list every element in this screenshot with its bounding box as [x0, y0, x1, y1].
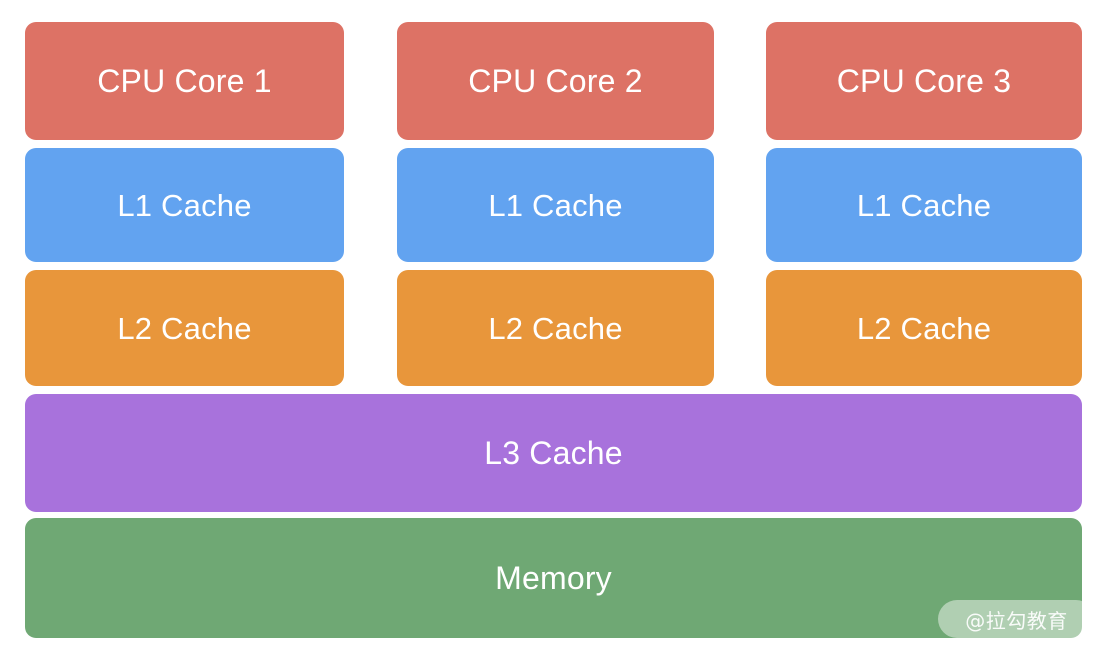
memory-label: Memory	[495, 560, 612, 596]
cpu-core-1-block: CPU Core 1	[25, 22, 344, 140]
l2-cache-core-3-block: L2 Cache	[766, 270, 1082, 386]
l1-cache-core-2-label: L1 Cache	[488, 187, 623, 223]
l2-cache-core-3-label: L2 Cache	[856, 310, 992, 346]
l1-cache-core-3-label: L1 Cache	[856, 187, 992, 223]
l1-cache-core-2-block: L1 Cache	[397, 148, 714, 262]
l2-cache-core-2-block: L2 Cache	[397, 270, 714, 386]
cpu-core-2-label: CPU Core 2	[468, 63, 643, 99]
memory-block: Memory	[25, 518, 1082, 638]
l3-cache-block: L3 Cache	[25, 394, 1082, 512]
l1-cache-core-1-block: L1 Cache	[25, 148, 344, 262]
watermark-label: @拉勾教育	[965, 608, 1068, 633]
cpu-core-3-block: CPU Core 3	[766, 22, 1082, 140]
cpu-core-3-label: CPU Core 3	[836, 63, 1012, 99]
cpu-core-1-label: CPU Core 1	[97, 63, 272, 99]
l1-cache-core-3-block: L1 Cache	[766, 148, 1082, 262]
l2-cache-core-1-label: L2 Cache	[117, 310, 252, 346]
l1-cache-core-1-label: L1 Cache	[117, 187, 252, 223]
l3-cache-label: L3 Cache	[484, 435, 623, 471]
l2-cache-core-1-block: L2 Cache	[25, 270, 344, 386]
watermark-badge: @拉勾教育	[938, 600, 1095, 638]
cpu-core-2-block: CPU Core 2	[397, 22, 714, 140]
l2-cache-core-2-label: L2 Cache	[488, 310, 623, 346]
